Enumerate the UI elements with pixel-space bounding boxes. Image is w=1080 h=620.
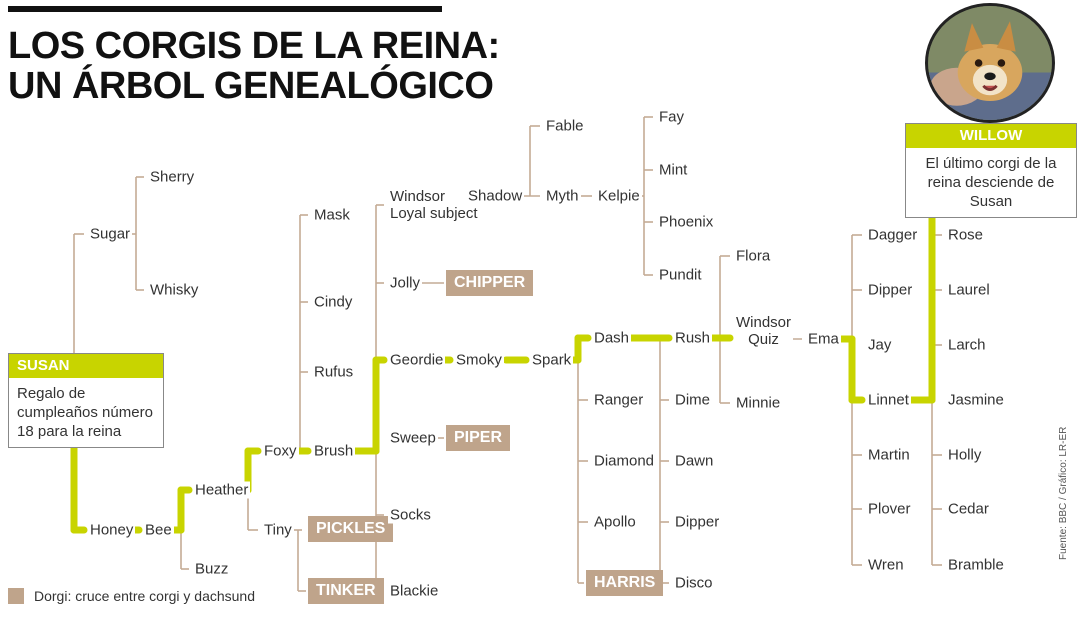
node-bramble: Bramble (946, 556, 1006, 574)
node-wren: Wren (866, 556, 906, 574)
node-jay: Jay (866, 336, 894, 354)
node-minnie: Minnie (734, 394, 783, 412)
node-tiny: Tiny (262, 521, 294, 539)
node-piper: PIPER (446, 425, 511, 451)
node-phoenix: Phoenix (657, 213, 716, 231)
node-geordie: Geordie (388, 351, 446, 369)
corgi-photo-illustration (928, 6, 1052, 120)
node-jolly: Jolly (388, 274, 423, 292)
title-top-rule (8, 6, 442, 12)
node-diamond: Diamond (592, 452, 657, 470)
legend-dorgi-label: Dorgi: cruce entre corgi y dachsund (34, 588, 255, 604)
node-honey: Honey (88, 521, 136, 539)
node-linnet: Linnet (866, 391, 911, 409)
node-rush: Rush (673, 329, 713, 347)
willow-header: WILLOW (906, 124, 1076, 148)
node-sherry: Sherry (148, 168, 197, 186)
node-plover: Plover (866, 500, 913, 518)
node-dime: Dime (673, 391, 713, 409)
legend: Dorgi: cruce entre corgi y dachsund (8, 588, 255, 604)
node-pickles: PICKLES (308, 516, 394, 542)
node-holly: Holly (946, 446, 984, 464)
node-jasmine: Jasmine (946, 391, 1006, 409)
willow-photo (925, 3, 1055, 123)
node-larch: Larch (946, 336, 988, 354)
node-bee: Bee (143, 521, 174, 539)
node-foxy: Foxy (262, 442, 299, 460)
node-ranger: Ranger (592, 391, 646, 409)
node-sugar: Sugar (88, 225, 133, 243)
node-cedar: Cedar (946, 500, 991, 518)
node-rose: Rose (946, 226, 986, 244)
node-apollo: Apollo (592, 513, 638, 531)
node-blackie: Blackie (388, 582, 441, 600)
willow-caption: El último corgi de la reina desciende de… (925, 155, 1057, 210)
node-shadow: Shadow (466, 187, 525, 205)
node-windsor-loyal-line-2: Loyal subject (390, 205, 478, 222)
node-windsor-loyal-line-1: Windsor (390, 188, 446, 205)
susan-caption: Regalo de cumpleaños número 18 para la r… (17, 385, 153, 440)
susan-header: SUSAN (9, 354, 163, 378)
title-line-1: LOS CORGIS DE LA REINA: (8, 25, 500, 67)
node-heather: Heather (193, 481, 251, 499)
node-brush: Brush (312, 442, 356, 460)
node-ema: Ema (806, 330, 841, 348)
node-mask: Mask (312, 206, 352, 224)
node-mint: Mint (657, 161, 690, 179)
node-rufus: Rufus (312, 363, 356, 381)
node-fay: Fay (657, 108, 687, 126)
node-dipper1: Dipper (673, 513, 722, 531)
node-tinker: TINKER (308, 578, 384, 604)
node-smoky: Smoky (454, 351, 504, 369)
susan-info-box: SUSAN Regalo de cumpleaños número 18 par… (8, 353, 164, 448)
node-cindy: Cindy (312, 293, 355, 311)
node-windsor-quiz-line-1: Windsor (736, 314, 792, 331)
node-whisky: Whisky (148, 281, 201, 299)
node-myth: Myth (544, 187, 581, 205)
node-dagger: Dagger (866, 226, 920, 244)
title-line-2: UN ÁRBOL GENEALÓGICO (8, 65, 494, 107)
node-martin: Martin (866, 446, 912, 464)
node-dipper2: Dipper (866, 281, 915, 299)
node-buzz: Buzz (193, 560, 231, 578)
node-spark: Spark (530, 351, 574, 369)
node-chipper: CHIPPER (446, 270, 534, 296)
node-dawn: Dawn (673, 452, 716, 470)
node-sweep: Sweep (388, 429, 438, 447)
node-fable: Fable (544, 117, 586, 135)
node-disco: Disco (673, 574, 715, 592)
node-laurel: Laurel (946, 281, 992, 299)
node-dash: Dash (592, 329, 632, 347)
legend-dorgi-swatch (8, 588, 24, 604)
node-pundit: Pundit (657, 266, 704, 284)
willow-info-box: WILLOW El último corgi de la reina desci… (905, 123, 1077, 218)
node-flora: Flora (734, 247, 773, 265)
source-credit: Fuente: BBC / Gráfico: LR-ER (1058, 426, 1069, 560)
node-kelpie: Kelpie (596, 187, 642, 205)
node-socks: Socks (388, 506, 433, 524)
page-title: LOS CORGIS DE LA REINA: UN ÁRBOL GENEALÓ… (8, 26, 500, 106)
node-harris: HARRIS (586, 570, 664, 596)
node-windsor-quiz-line-2: Quiz (748, 331, 779, 348)
